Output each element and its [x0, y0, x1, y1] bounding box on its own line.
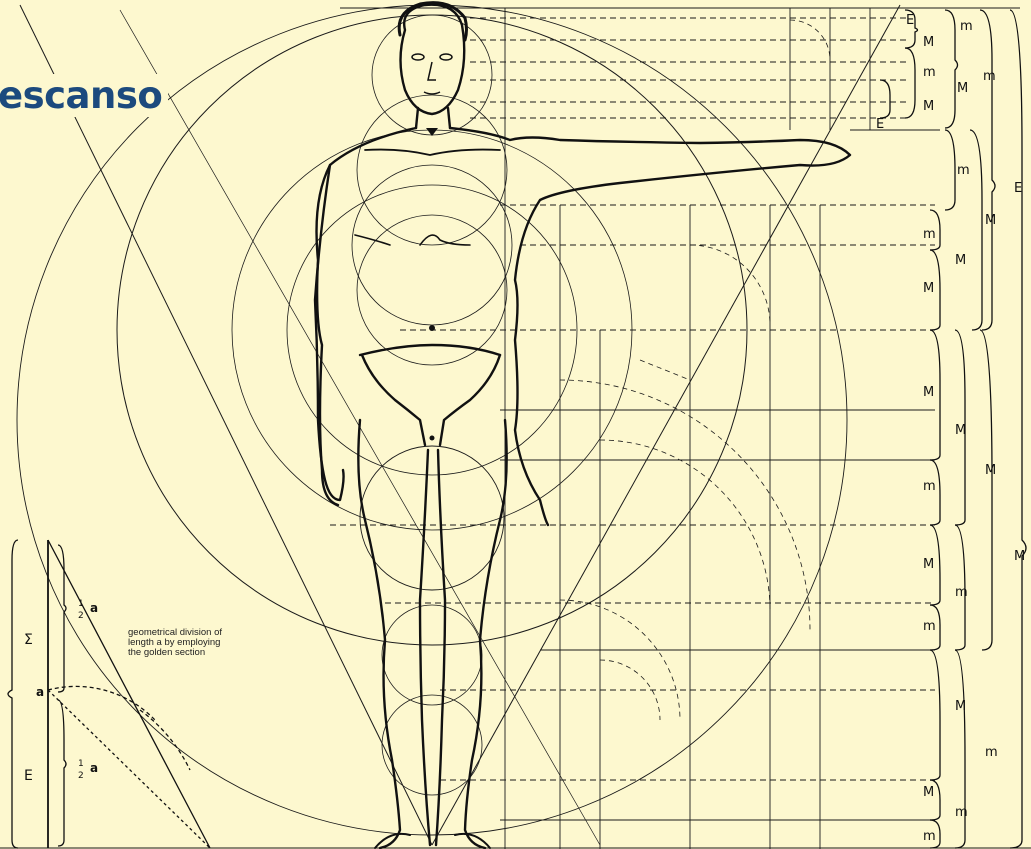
- brace-label: E: [906, 13, 914, 28]
- brace: [905, 48, 915, 118]
- brace-label: M: [923, 785, 934, 800]
- inset-half-a: a: [90, 761, 98, 775]
- inset-epsilon: E: [24, 768, 33, 784]
- inset-dashed: [48, 690, 210, 848]
- brace-label: M: [923, 99, 934, 114]
- page-title: escanso: [0, 74, 168, 117]
- brace-label: E: [1014, 181, 1022, 196]
- inset-half-num: 1: [78, 759, 84, 769]
- construction-circle: [360, 446, 504, 590]
- brace: [880, 80, 890, 118]
- construction-line: [20, 5, 432, 845]
- brace-label: E: [876, 117, 884, 132]
- brace-label: m: [957, 163, 970, 178]
- brace-label: M: [923, 385, 934, 400]
- construction-circle: [357, 215, 507, 365]
- crotch-mark: [430, 436, 435, 441]
- mouth: [424, 92, 440, 94]
- caption-line: the golden section: [128, 648, 318, 658]
- brace-group: [880, 10, 1026, 848]
- brace-label: m: [985, 745, 998, 760]
- inner-left-leg: [420, 450, 430, 845]
- construction-circle: [372, 15, 492, 135]
- left-leg: [358, 420, 400, 848]
- torso: [317, 128, 417, 505]
- inset-sigma: Σ: [24, 632, 33, 648]
- torso-right: [450, 128, 850, 525]
- brace-label: m: [955, 805, 968, 820]
- head: [401, 5, 465, 114]
- construction-circle: [382, 605, 482, 705]
- brace-label: M: [957, 81, 968, 96]
- inset-brace-half: [58, 700, 66, 846]
- brace: [930, 650, 940, 780]
- brace: [970, 130, 982, 330]
- navel: [429, 325, 435, 331]
- brace-label: m: [923, 65, 936, 80]
- inset-half-num: 1: [78, 599, 84, 609]
- golden-arc: [690, 245, 770, 325]
- body-marks: [426, 128, 438, 441]
- brace-label: m: [923, 479, 936, 494]
- chest: [365, 150, 500, 155]
- inset-half-a: a: [90, 601, 98, 615]
- golden-arc: [560, 380, 810, 630]
- brace-label: m: [983, 69, 996, 84]
- brace-label: M: [985, 463, 996, 478]
- inset-caption: geometrical division of length a by empl…: [128, 628, 318, 658]
- construction-circle: [382, 695, 482, 795]
- inset-a: a: [36, 685, 44, 699]
- pecs: [355, 235, 470, 245]
- brace-label: M: [955, 253, 966, 268]
- inset-half-den: 2: [78, 771, 84, 781]
- hips: [362, 355, 500, 445]
- brace-label: m: [923, 227, 936, 242]
- golden-arc: [640, 360, 690, 380]
- construction-circle: [357, 95, 507, 245]
- inset-brace: [8, 540, 18, 848]
- right-eye: [440, 54, 452, 60]
- brace: [945, 130, 955, 210]
- inner-right-leg: [436, 450, 445, 845]
- waist: [360, 345, 500, 355]
- brace-label: m: [955, 585, 968, 600]
- brace-label: m: [960, 19, 973, 34]
- brace: [1010, 10, 1026, 848]
- brace-label: m: [923, 619, 936, 634]
- inset-arc: [140, 710, 190, 770]
- brace: [945, 10, 958, 128]
- construction-line: [432, 5, 900, 845]
- brace-label: M: [1014, 549, 1025, 564]
- brace-label: M: [923, 557, 934, 572]
- brace: [980, 330, 992, 650]
- inset-diagonal: [48, 540, 210, 848]
- brace-label: M: [923, 281, 934, 296]
- brace-label: M: [955, 423, 966, 438]
- brace-label: M: [955, 699, 966, 714]
- golden-arc: [560, 600, 680, 720]
- nose: [428, 62, 436, 80]
- brace-label: m: [923, 829, 936, 844]
- right-leg: [465, 420, 507, 848]
- brace-label: M: [985, 213, 996, 228]
- face: [412, 54, 452, 94]
- brace-labels: E m M m m M M E m E M m M M M M M m M M …: [876, 13, 1025, 844]
- brace-label: M: [923, 35, 934, 50]
- left-eye: [412, 54, 424, 60]
- inset-half-den: 2: [78, 611, 84, 621]
- inset-arc: [48, 686, 155, 720]
